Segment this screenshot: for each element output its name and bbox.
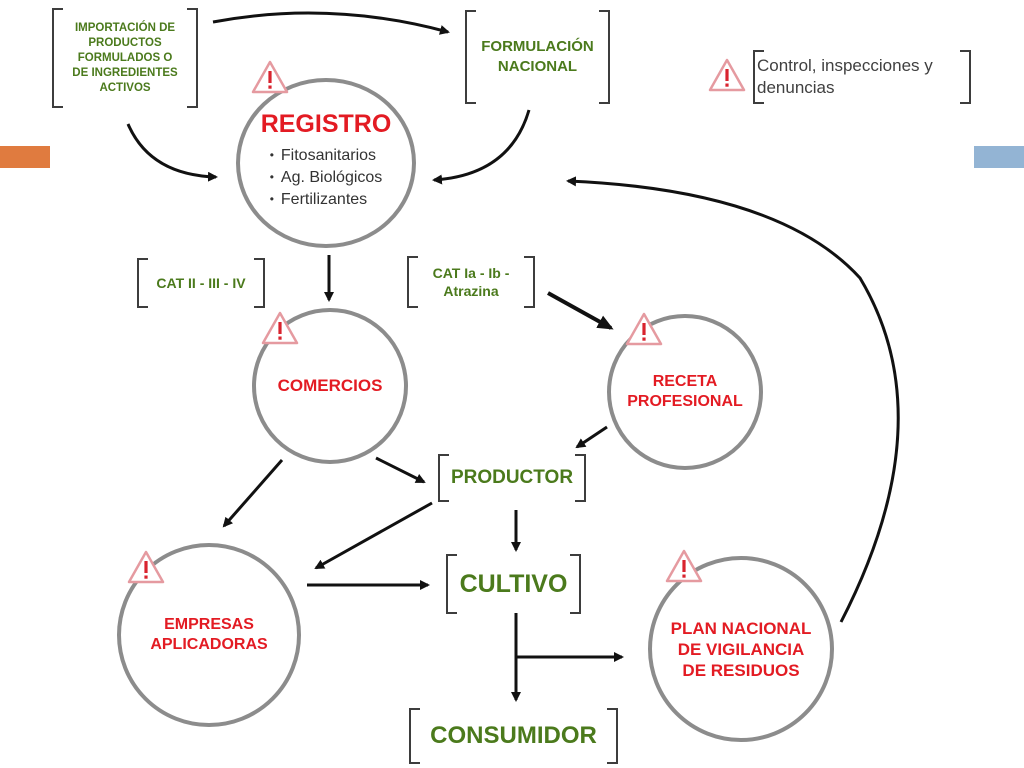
- plan-warning-triangle-icon: [665, 549, 703, 583]
- empresas-line-1: EMPRESAS: [164, 616, 254, 633]
- plan-line-3: DE RESIDUOS: [682, 660, 800, 680]
- formulacion-box: FORMULACIÓN NACIONAL: [465, 10, 610, 104]
- formulacion-line-1: FORMULACIÓN: [481, 38, 594, 55]
- importacion-line-4: DE INGREDIENTES: [72, 66, 178, 79]
- cat-ia-ib-box: CAT Ia - Ib - Atrazina: [407, 256, 535, 308]
- arrow-receta-to-productor: [575, 425, 608, 449]
- receta-line-1: RECETA: [652, 373, 718, 390]
- legend-box: Control, inspecciones y denuncias: [753, 50, 971, 104]
- arrow-import-to-registro: [126, 123, 218, 182]
- legend-line-1: Control, inspecciones y: [757, 56, 933, 75]
- importacion-line-2: PRODUCTOS: [88, 36, 162, 49]
- importacion-line-1: IMPORTACIÓN DE: [74, 21, 176, 34]
- formulacion-line-2: NACIONAL: [497, 58, 578, 75]
- consumidor-label: CONSUMIDOR: [430, 722, 597, 749]
- registro-item: Fertilizantes: [270, 189, 383, 211]
- arrow-import-to-formulacion: [212, 11, 450, 35]
- consumidor-box: CONSUMIDOR: [409, 708, 618, 764]
- importacion-line-5: ACTIVOS: [99, 81, 151, 94]
- empresas-line-2: APLICADORAS: [150, 636, 268, 653]
- cultivo-box: CULTIVO: [446, 554, 581, 614]
- arrow-formulacion-to-registro: [432, 109, 531, 185]
- registro-item: Fitosanitarios: [270, 145, 383, 167]
- registro-list: Fitosanitarios Ag. Biológicos Fertilizan…: [270, 145, 383, 211]
- plan-line-2: DE VIGILANCIA: [677, 639, 805, 659]
- cat-ia-line-1: CAT Ia - Ib -: [432, 265, 510, 281]
- left-accent-bar: [0, 146, 50, 168]
- receta-line-2: PROFESIONAL: [627, 393, 743, 410]
- comercios-warning-triangle-icon: [261, 311, 299, 345]
- importacion-line-3: FORMULADOS O: [77, 51, 173, 64]
- legend-line-2: denuncias: [757, 78, 835, 97]
- right-accent-bar: [974, 146, 1024, 168]
- productor-box: PRODUCTOR: [438, 454, 586, 502]
- cultivo-label: CULTIVO: [459, 569, 568, 598]
- plan-nacional-node: PLAN NACIONAL DE VIGILANCIA DE RESIDUOS: [648, 556, 834, 742]
- arrow-cat-ia-to-receta: [547, 291, 614, 330]
- registro-item: Ag. Biológicos: [270, 167, 382, 189]
- cat-ia-line-2: Atrazina: [443, 283, 499, 299]
- plan-line-1: PLAN NACIONAL: [670, 618, 812, 638]
- arrow-plan-to-registro: [566, 176, 900, 623]
- cat-ii-iii-iv-box: CAT II - III - IV: [137, 258, 265, 308]
- empresas-warning-triangle-icon: [127, 550, 165, 584]
- arrow-comercios-to-productor: [375, 456, 426, 484]
- importacion-box: IMPORTACIÓN DE PRODUCTOS FORMULADOS O DE…: [52, 8, 198, 108]
- registro-warning-triangle-icon: [251, 60, 289, 94]
- arrow-productor-to-empresas: [314, 501, 433, 570]
- legend-warning-triangle-icon: [708, 58, 746, 92]
- receta-warning-triangle-icon: [625, 312, 663, 346]
- registro-node: REGISTRO Fitosanitarios Ag. Biológicos F…: [236, 78, 416, 248]
- productor-label: PRODUCTOR: [450, 467, 574, 488]
- arrow-comercios-to-empresas: [222, 459, 284, 528]
- cat-ii-iii-iv-label: CAT II - III - IV: [156, 275, 246, 291]
- comercios-label: COMERCIOS: [277, 376, 383, 395]
- registro-title: REGISTRO: [260, 109, 392, 138]
